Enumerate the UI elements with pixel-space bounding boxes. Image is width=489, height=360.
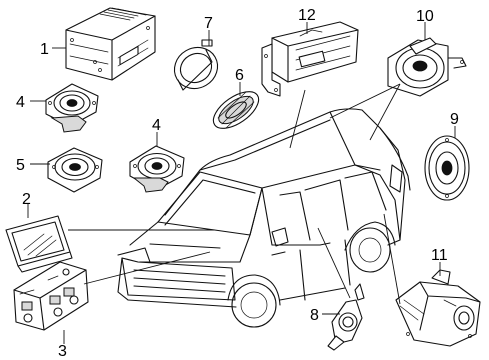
callout-12: 12 (298, 7, 316, 24)
leader-lines (27, 22, 456, 344)
callout-10: 10 (416, 8, 434, 25)
leader-10-to-vehicle-b (369, 83, 401, 141)
part-5-speaker (47, 147, 103, 193)
callout-1: 1 (40, 41, 49, 58)
part-8-sensor (327, 283, 365, 351)
callout-11: 11 (431, 247, 448, 264)
part-12-amplifier (261, 21, 359, 97)
part-1-audio-unit (65, 7, 156, 81)
callout-4a: 4 (16, 94, 25, 111)
part-11-actuator (395, 269, 481, 347)
leader-11-to-vehicle (383, 213, 401, 305)
part-10-subwoofer (387, 37, 467, 97)
part-4a-speaker (45, 83, 99, 133)
callout-6: 6 (235, 67, 244, 84)
part-7-speaker-ring (173, 39, 219, 91)
part-3-control-panel (13, 261, 89, 331)
vehicle-drawing (117, 108, 411, 328)
callout-5: 5 (16, 157, 25, 174)
part-9-speaker (424, 135, 470, 201)
part-4b-speaker (129, 145, 185, 193)
leader-10-to-vehicle-a (329, 83, 401, 119)
callout-numbers: 1 2 3 4 4 5 6 7 8 9 10 11 12 (16, 7, 459, 360)
callout-7: 7 (204, 15, 213, 32)
leader-12-to-vehicle (289, 89, 306, 149)
part-6-speaker (212, 91, 260, 129)
callout-8: 8 (310, 307, 319, 324)
callout-4b: 4 (152, 117, 161, 134)
callout-9: 9 (450, 111, 459, 128)
leader-3-to-vehicle (83, 251, 211, 285)
callout-2: 2 (22, 191, 31, 208)
leader-8-to-vehicle (317, 227, 351, 299)
part-2-display (5, 215, 73, 273)
callout-3: 3 (58, 343, 67, 360)
